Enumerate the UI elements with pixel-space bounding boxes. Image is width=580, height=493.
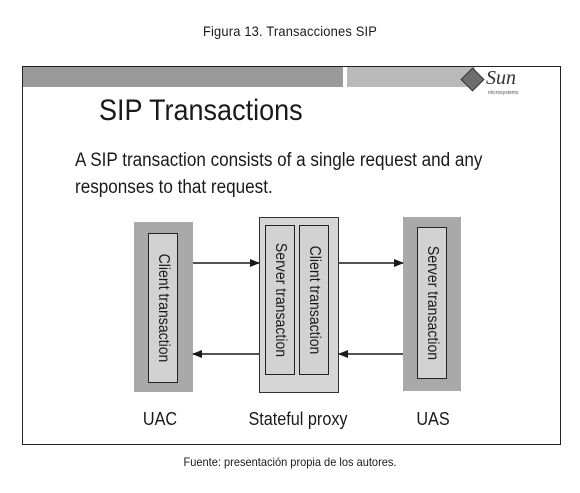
proxy-server-transaction: Server transaction	[265, 225, 295, 375]
figure-caption: Figura 13. Transacciones SIP	[202, 23, 378, 39]
logo-subtext: microsystems	[488, 90, 519, 96]
uas-server-transaction: Server transaction	[417, 227, 447, 379]
proxy-client-transaction: Client transaction	[299, 225, 329, 375]
arrows	[192, 259, 404, 358]
sun-logo: Sun microsystems	[460, 67, 524, 99]
header-bar-right	[347, 67, 475, 87]
slide: Sun microsystems SIP Transactions A SIP …	[22, 66, 561, 445]
stateful-proxy-label: Stateful proxy	[248, 409, 348, 429]
uac-client-transaction: Client transaction	[148, 233, 178, 383]
slide-body: A SIP transaction consists of a single r…	[75, 150, 483, 198]
uac-label: UAC	[142, 409, 178, 429]
logo-text: Sun	[486, 67, 516, 89]
slide-title: SIP Transactions	[99, 94, 303, 127]
uas-label: UAS	[416, 409, 450, 429]
header-bar-left	[23, 67, 343, 87]
figure-source: Fuente: presentación propia de los autor…	[183, 455, 397, 469]
